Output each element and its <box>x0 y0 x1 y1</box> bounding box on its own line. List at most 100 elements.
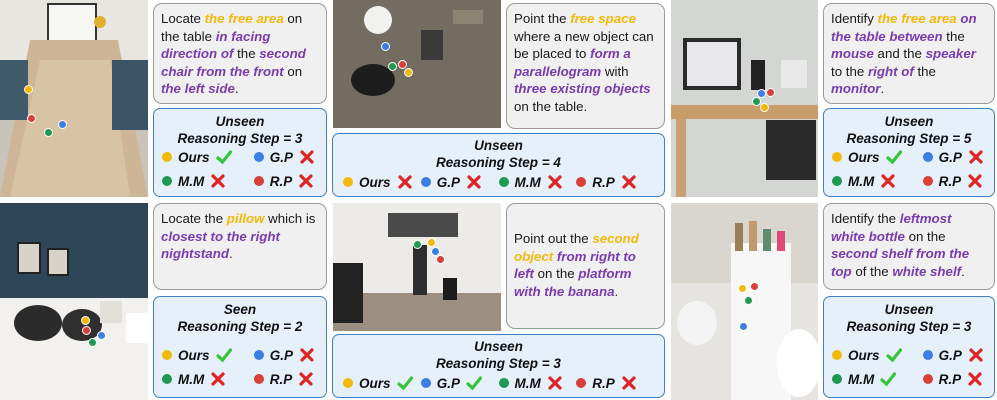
prompt-text-segment: . <box>234 81 239 96</box>
legend-dot-mm <box>162 374 172 384</box>
result-reasoning-step: Reasoning Step = 3 <box>177 131 303 146</box>
result-visibility-label: Unseen <box>215 114 265 129</box>
legend-dot-rp <box>253 176 264 186</box>
prompt-text-segment: three existing objects <box>514 81 651 96</box>
cross-icon <box>622 376 636 390</box>
legend-dot-gp <box>253 152 264 162</box>
legend-label-gp: G.P <box>436 375 461 391</box>
prompt-box-3: Identify the free area on the table betw… <box>823 3 995 104</box>
legend-label-mm: M.M <box>178 173 205 189</box>
check-icon <box>396 376 413 391</box>
legend-dot-gp <box>420 177 431 187</box>
legend-item-mm: M.M <box>162 371 226 387</box>
legend-label-ours: Ours <box>359 174 391 190</box>
prompt-text-segment: Locate <box>161 11 205 26</box>
cross-icon <box>299 372 313 386</box>
result-visibility-label: Unseen <box>474 339 523 354</box>
legend-dot-gp <box>253 350 264 360</box>
prompt-text-segment: the <box>913 63 936 79</box>
legend-dot-rp <box>253 374 264 384</box>
legend-item-gp: G.P <box>253 347 315 363</box>
legend-label-rp: R.P <box>938 173 962 189</box>
prompt-text-segment: mouse <box>831 46 874 61</box>
prompt-text-segment: and the <box>873 46 926 61</box>
prompt-text-segment: with <box>601 63 629 79</box>
legend-item-ours: Ours <box>832 149 902 165</box>
prompt-text-segment: Point the <box>514 11 571 26</box>
prompt-box-5: Point out the second object from right t… <box>506 203 665 329</box>
prompt-text-segment: . <box>228 246 233 261</box>
prompt-text-segment: form a parallelogram <box>514 46 631 79</box>
prompt-box-1: Locate the free area on the table in fac… <box>153 3 327 104</box>
legend-label-rp: R.P <box>592 174 615 190</box>
result-visibility-label: Unseen <box>884 114 934 129</box>
prompt-text-segment: . <box>880 81 885 96</box>
legend-dot-rp <box>922 374 933 384</box>
prompt-text-segment: monitor <box>831 81 881 96</box>
prompt-text-segment: Identify the <box>831 211 900 226</box>
legend-dot-mm <box>162 176 172 186</box>
photo-bathroom <box>671 203 818 400</box>
cross-icon <box>622 175 636 189</box>
legend-dot-ours <box>343 378 353 388</box>
prompt-text-segment: white bottle <box>831 228 905 244</box>
legend-label-ours: Ours <box>359 375 391 391</box>
result-visibility-label: Unseen <box>884 302 934 317</box>
legend-label-gp: G.P <box>938 347 962 363</box>
legend-label-mm: M.M <box>514 375 541 391</box>
legend-item-ours: Ours <box>343 375 413 391</box>
legend-item-gp: G.P <box>922 149 984 165</box>
legend-dot-gp <box>922 152 933 162</box>
check-icon <box>466 376 483 391</box>
legend-dot-rp <box>576 378 587 388</box>
check-icon <box>880 372 897 387</box>
legend-label-gp: G.P <box>436 174 461 190</box>
result-reasoning-step: Reasoning Step = 3 <box>846 319 972 334</box>
photo-desk-monitor <box>671 0 818 197</box>
legend-dot-ours <box>162 350 172 360</box>
cross-icon <box>969 150 983 164</box>
prompt-box-4: Locate the pillow which is closest to th… <box>153 203 327 290</box>
legend-item-mm: M.M <box>498 174 563 190</box>
legend-item-rp: R.P <box>922 173 984 189</box>
legend-label-ours: Ours <box>848 347 880 363</box>
legend-dot-rp <box>922 176 933 186</box>
prompt-text-segment: on the table <box>161 11 303 44</box>
prompt-text-segment: right of <box>867 63 914 79</box>
cross-icon <box>548 376 562 390</box>
legend-item-ours: Ours <box>162 347 232 363</box>
legend-dot-ours <box>343 177 353 187</box>
cross-icon <box>548 175 562 189</box>
legend-label-ours: Ours <box>178 347 210 363</box>
prompt-text-segment: on the table between <box>831 11 977 44</box>
legend-label-rp: R.P <box>592 375 615 391</box>
legend-item-rp: R.P <box>576 375 637 391</box>
prompt-text-segment: second shelf from the top <box>831 246 970 279</box>
legend-item-rp: R.P <box>253 371 315 387</box>
check-icon <box>215 150 232 165</box>
prompt-text-segment: of the <box>851 263 893 279</box>
prompt-box-6: Identify the leftmost white bottle on th… <box>823 203 995 290</box>
legend-dot-ours <box>162 152 172 162</box>
legend-dot-gp <box>922 350 933 360</box>
prompt-text-segment: on the <box>904 228 946 244</box>
prompt-text-segment: second object <box>514 231 639 264</box>
prompt-text-segment: . <box>961 263 965 279</box>
prompt-text-segment: the <box>233 46 260 61</box>
photo-dining-table <box>0 0 148 197</box>
cross-icon <box>211 372 225 386</box>
legend-label-rp: R.P <box>269 371 293 387</box>
legend-dot-rp <box>576 177 587 187</box>
prompt-text-segment: Point out the <box>514 231 593 246</box>
prompt-text-segment: on the <box>533 266 579 281</box>
photo-office-room <box>333 203 501 331</box>
prompt-text-segment: free space <box>570 11 636 26</box>
prompt-text-segment: to the <box>831 63 868 79</box>
cross-icon <box>968 174 982 188</box>
cross-icon <box>299 174 313 188</box>
prompt-text-segment: on the table. <box>514 98 588 114</box>
